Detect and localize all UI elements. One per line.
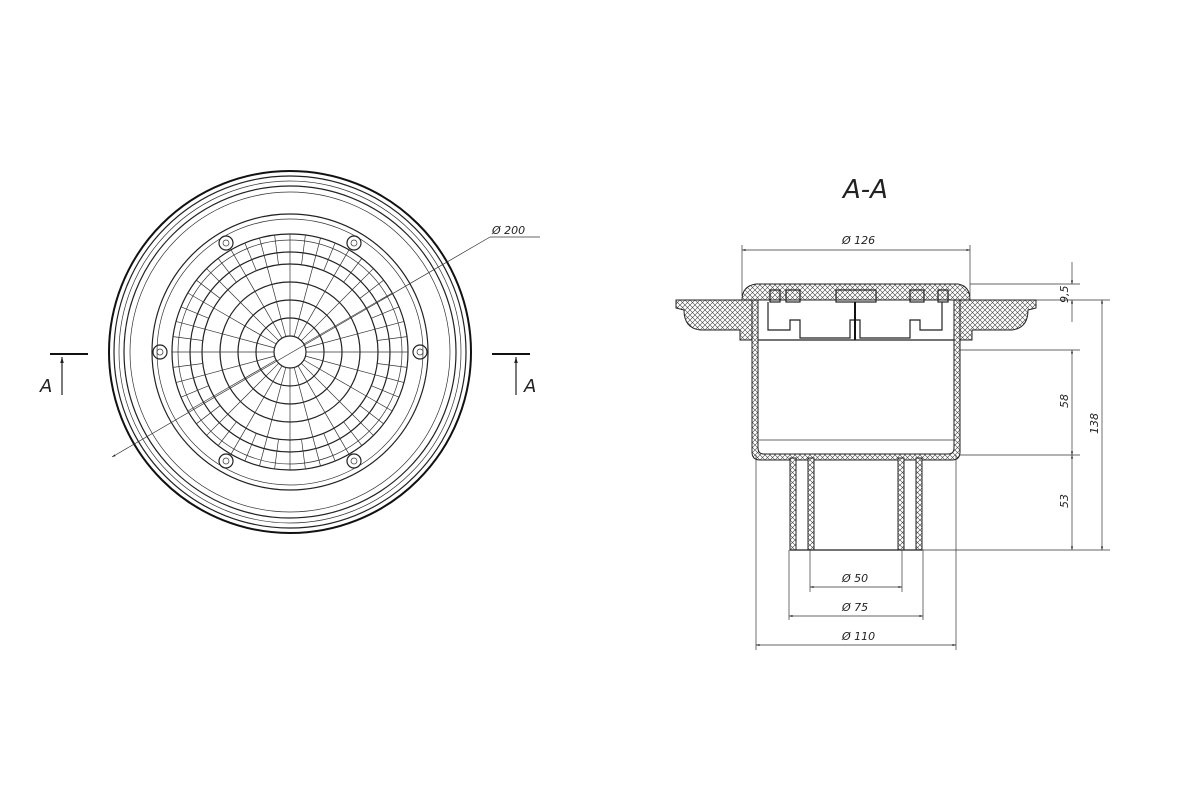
- grate-rib: [175, 374, 206, 383]
- grate-rib: [303, 307, 367, 345]
- grate-rib: [374, 321, 405, 330]
- grate-rib: [227, 289, 279, 341]
- grate-rib: [343, 258, 363, 283]
- grate-rib: [213, 359, 277, 397]
- drain-body: [751, 299, 961, 461]
- grate-rib: [343, 421, 363, 446]
- grate-rib: [366, 292, 393, 309]
- grate-rib: [187, 292, 214, 309]
- grate-rib: [371, 306, 400, 319]
- grate-rib: [359, 279, 384, 299]
- grate-rib: [175, 321, 206, 330]
- plan-view: Ø 200 A A: [39, 170, 540, 534]
- grate-rib: [366, 395, 393, 412]
- grate-rib: [259, 237, 268, 268]
- grate-rib: [172, 336, 203, 341]
- grate-rib: [301, 234, 306, 265]
- grate-rib: [206, 413, 229, 436]
- grate-cap: [741, 283, 971, 340]
- dim-outlet-height: 53: [922, 455, 1110, 551]
- grate-rib: [351, 268, 374, 291]
- grate-rib: [374, 374, 405, 383]
- grate-rib: [230, 249, 247, 276]
- grate-rib: [297, 365, 335, 429]
- grate-rib: [266, 367, 287, 438]
- grate-rib: [301, 439, 306, 470]
- grate-rib: [312, 237, 321, 268]
- outlet-pipes: [789, 457, 923, 551]
- grate-rib: [297, 275, 335, 339]
- grate-rib: [245, 275, 283, 339]
- grate-rib: [359, 405, 384, 425]
- grate-rib: [293, 266, 314, 337]
- grate-rib: [274, 439, 279, 470]
- grate-rib: [206, 268, 229, 291]
- section-mark-right: A: [492, 353, 536, 397]
- grate: [171, 233, 409, 471]
- dim-inner-outlet: Ø 50: [809, 550, 903, 592]
- grate-rib: [371, 385, 400, 398]
- dim-grate-diameter: Ø 126: [741, 234, 971, 296]
- dim-label: Ø 110: [841, 630, 875, 643]
- grate-rib: [204, 328, 275, 349]
- dim-label: Ø 75: [841, 601, 868, 614]
- grate-rib: [217, 421, 237, 446]
- grate-rib: [244, 433, 257, 462]
- grate-rib: [259, 436, 268, 467]
- grate-rib: [333, 428, 350, 455]
- grate-rib: [244, 242, 257, 271]
- section-title: A-A: [841, 175, 888, 205]
- dim-label: 53: [1058, 494, 1071, 508]
- grate-rib: [377, 363, 408, 368]
- grate-rib: [217, 258, 237, 283]
- outer-rings: [108, 170, 472, 534]
- grate-rib: [172, 363, 203, 368]
- dim-label: Ø 50: [841, 572, 868, 585]
- dim-label: 58: [1058, 394, 1071, 408]
- grate-rib: [323, 433, 336, 462]
- grate-rib: [266, 266, 287, 337]
- grate-rib: [204, 355, 275, 376]
- grate-rib: [196, 405, 221, 425]
- grate-rib: [196, 279, 221, 299]
- grate-rib: [274, 234, 279, 265]
- grate-rib: [305, 355, 376, 376]
- section-view: A-A: [675, 175, 1110, 650]
- dim-body-diameter: Ø 110: [755, 455, 957, 650]
- dim-grate-height: 9,5: [970, 262, 1110, 322]
- flange: [675, 299, 1037, 341]
- grate-rib: [303, 359, 367, 397]
- grate-rib: [230, 428, 247, 455]
- diameter-leader-line: [111, 236, 491, 458]
- dim-label: 9,5: [1058, 286, 1071, 304]
- dim-mid-outlet: Ø 75: [788, 550, 924, 620]
- grate-rib: [377, 336, 408, 341]
- dim-total-height: 138: [1088, 300, 1104, 550]
- grate-rib: [312, 436, 321, 467]
- dim-body-height: 58: [960, 349, 1080, 456]
- outer-diameter-label: Ø 200: [491, 224, 525, 237]
- grate-rib: [301, 289, 353, 341]
- grate-rib: [305, 328, 376, 349]
- section-letter: A: [39, 376, 52, 397]
- grate-rib: [333, 249, 350, 276]
- dim-label: 138: [1088, 413, 1101, 434]
- grate-rib: [245, 365, 283, 429]
- grate-rib: [293, 367, 314, 438]
- mounting-lugs: [152, 235, 428, 469]
- section-letter: A: [523, 376, 536, 397]
- grate-rib: [180, 385, 209, 398]
- grate-rib: [227, 363, 279, 415]
- grate-rib: [213, 307, 277, 345]
- grate-rib: [301, 363, 353, 415]
- dim-label: Ø 126: [841, 234, 875, 247]
- grate-rib: [180, 306, 209, 319]
- grate-rib: [323, 242, 336, 271]
- section-mark-left: A: [39, 353, 88, 397]
- grate-rib: [351, 413, 374, 436]
- grate-rib: [187, 395, 214, 412]
